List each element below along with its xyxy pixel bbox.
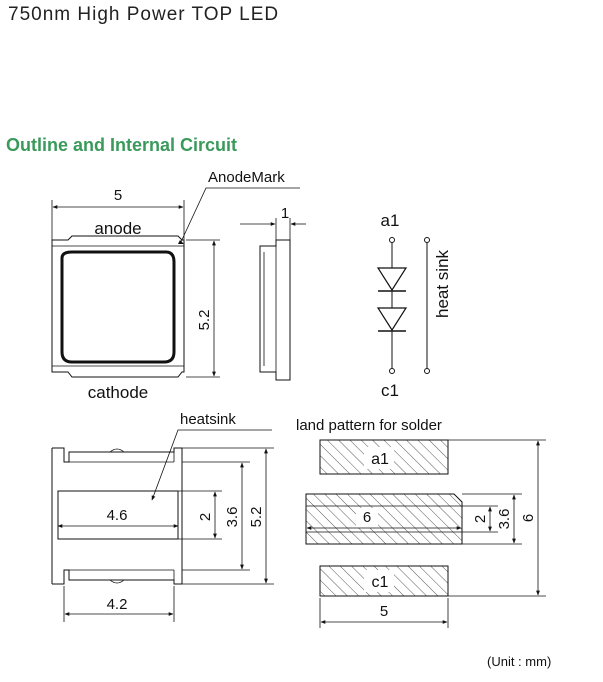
- page-title: 750nm High Power TOP LED: [8, 4, 280, 25]
- base-width-dim: 4.2: [107, 596, 128, 613]
- land-pad-center: [305, 493, 463, 545]
- top-height-dim: 5.2: [196, 310, 213, 331]
- anode-mark-label: AnodeMark: [208, 169, 285, 186]
- side-view: 1: [240, 205, 306, 381]
- top-view-body: [51, 235, 185, 378]
- bottom-dim-5-2: 5.2: [248, 507, 265, 528]
- side-thickness-dim: 1: [281, 205, 289, 222]
- land-pattern: land pattern for solder a1 6 c1 5 2 3.6 …: [296, 417, 546, 628]
- land-pattern-title: land pattern for solder: [296, 417, 442, 434]
- diode-2-icon: [376, 307, 408, 332]
- anode-label: anode: [94, 219, 141, 238]
- circuit-terminal-a1: a1: [381, 211, 400, 230]
- center-pad-dim: 6: [363, 509, 371, 526]
- pad-width-dim: 4.6: [107, 507, 128, 524]
- unit-note: (Unit : mm): [487, 654, 552, 669]
- heatsink-pad: [57, 490, 179, 540]
- circuit-terminal-c1: c1: [381, 381, 399, 400]
- heatsink-label: heatsink: [180, 411, 236, 428]
- internal-circuit: a1 c1 heat sink: [376, 211, 452, 400]
- land-dim-6: 6: [520, 514, 537, 522]
- diode-1-icon: [376, 267, 408, 292]
- cathode-label: cathode: [88, 383, 149, 402]
- land-width-dim: 5: [380, 603, 388, 620]
- top-view: 5 anode cathode 5.2 AnodeMark: [51, 169, 300, 402]
- land-dim-3-6: 3.6: [496, 509, 513, 530]
- land-dim-2: 2: [472, 515, 489, 523]
- land-pad-a1-label: a1: [371, 451, 389, 468]
- land-pad-c1-label: c1: [372, 574, 389, 591]
- heat-sink-label: heat sink: [433, 249, 452, 318]
- heatsink-leader: [151, 429, 272, 501]
- top-width-dim: 5: [114, 187, 122, 204]
- bottom-view: 4.6 heatsink 2 3.6 5.2 4.2: [51, 411, 274, 622]
- bottom-dim-3-6: 3.6: [224, 507, 241, 528]
- section-title: Outline and Internal Circuit: [6, 135, 238, 155]
- anode-mark-leader: [179, 187, 300, 245]
- pad-height-dim: 2: [197, 513, 214, 521]
